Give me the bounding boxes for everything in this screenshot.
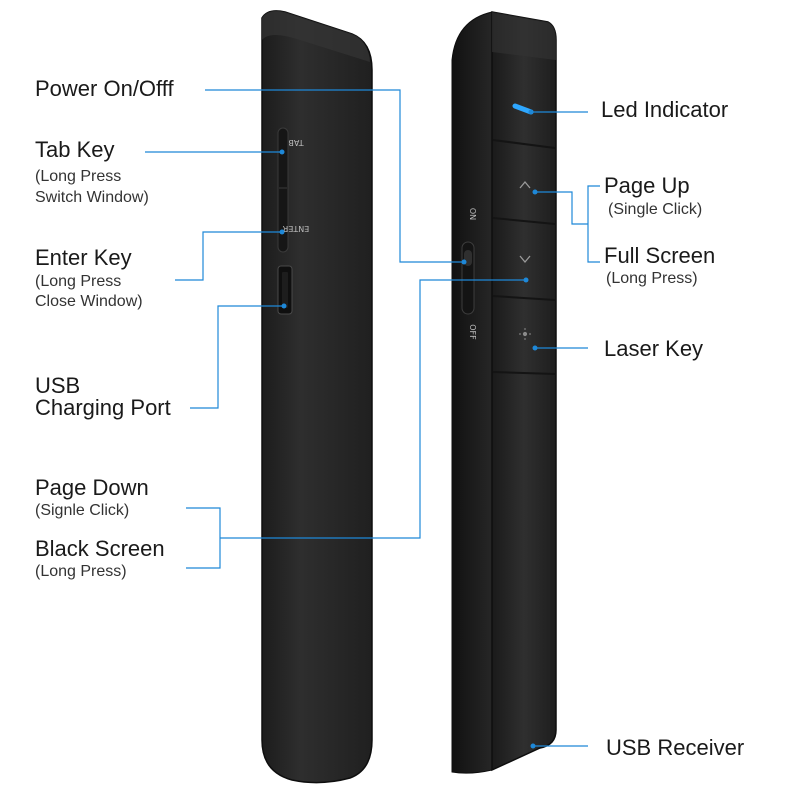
enter-key-label: Enter Key bbox=[35, 245, 132, 270]
left-presenter-unit: TAB ENTER bbox=[261, 10, 373, 784]
enter-print-label: ENTER bbox=[282, 224, 309, 233]
usb-port-label-2: Charging Port bbox=[35, 395, 171, 420]
page-up-sub: (Single Click) bbox=[608, 201, 703, 218]
leader-bracket-left bbox=[186, 507, 221, 569]
enter-key-sub-2: Close Window) bbox=[35, 293, 143, 310]
usb-port-label-1: USB bbox=[35, 373, 81, 398]
power-label: Power On/Offf bbox=[35, 76, 174, 101]
page-down-key[interactable] bbox=[494, 222, 554, 298]
page-down-sub: (Signle Click) bbox=[35, 502, 130, 519]
leader-enter-key bbox=[175, 231, 282, 281]
full-screen-sub: (Long Press) bbox=[606, 270, 698, 287]
tab-key-label: Tab Key bbox=[35, 137, 115, 162]
page-up-key[interactable] bbox=[494, 144, 554, 220]
tab-key-sub-2: Switch Window) bbox=[35, 189, 149, 206]
chevron-down-icon bbox=[519, 255, 531, 264]
full-screen-label: Full Screen bbox=[604, 243, 716, 268]
enter-key-sub-1: (Long Press bbox=[35, 273, 122, 290]
on-print-label: ON bbox=[468, 208, 477, 220]
page-down-label: Page Down bbox=[35, 475, 149, 500]
leader-usb-port bbox=[190, 305, 284, 409]
usb-receiver-label: USB Receiver bbox=[606, 735, 745, 760]
leader-page-down bbox=[220, 279, 526, 539]
laser-icon bbox=[519, 328, 531, 340]
tab-key-sub-1: (Long Press bbox=[35, 168, 122, 185]
tab-enter-rocker[interactable] bbox=[277, 127, 289, 253]
black-screen-sub: (Long Press) bbox=[35, 563, 127, 580]
tab-print-label: TAB bbox=[288, 138, 304, 147]
leader-page-up bbox=[535, 191, 588, 225]
black-screen-label: Black Screen bbox=[35, 536, 165, 561]
right-presenter-unit: ON OFF bbox=[451, 11, 557, 774]
off-print-label: OFF bbox=[468, 324, 477, 340]
leader-power bbox=[205, 89, 466, 263]
leader-bracket-right bbox=[587, 185, 600, 263]
chevron-up-icon bbox=[519, 180, 531, 189]
page-up-label: Page Up bbox=[604, 173, 690, 198]
leader-lines bbox=[145, 89, 600, 749]
led-indicator-label: Led Indicator bbox=[601, 97, 729, 122]
laser-key[interactable] bbox=[494, 300, 554, 372]
led-indicator bbox=[512, 103, 534, 115]
laser-key-label: Laser Key bbox=[604, 336, 704, 361]
